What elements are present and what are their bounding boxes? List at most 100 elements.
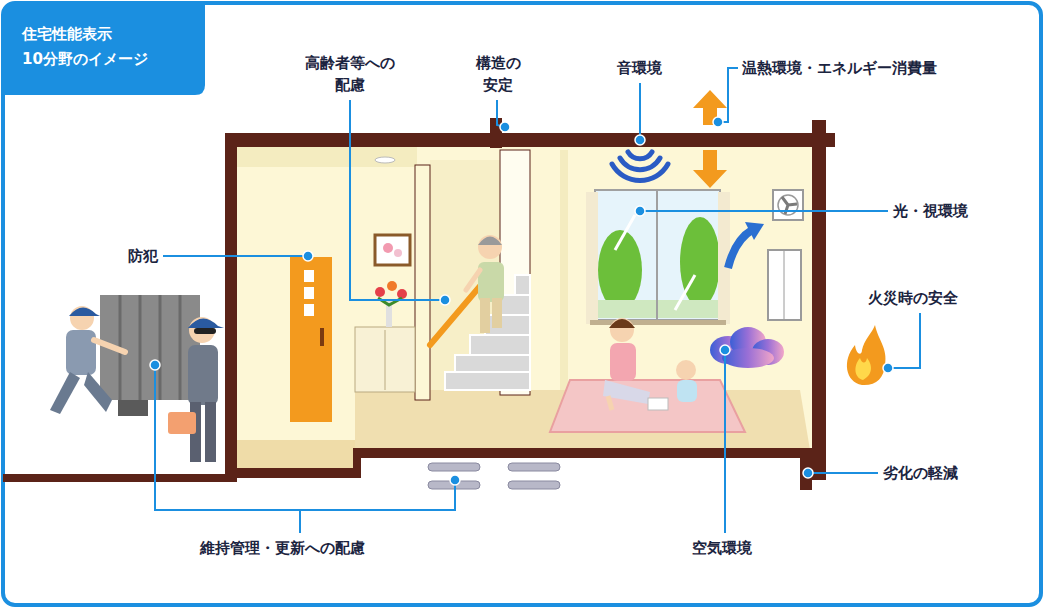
entrance-part bbox=[394, 249, 402, 257]
leader-lines-part bbox=[888, 313, 920, 368]
interior-part bbox=[375, 157, 395, 163]
family-part bbox=[609, 319, 635, 328]
entrance-part bbox=[383, 243, 393, 253]
burglars-part bbox=[194, 328, 216, 334]
leader-dots-part bbox=[635, 206, 645, 216]
living-window-part bbox=[615, 215, 635, 250]
right-wall-items-part bbox=[768, 250, 801, 320]
leader-lines-part bbox=[299, 510, 301, 533]
living-window-part bbox=[586, 192, 598, 324]
interior-part bbox=[237, 440, 357, 470]
right-wall-items bbox=[728, 190, 803, 320]
callout-label: 温熱環境・エネルギー消費量 bbox=[742, 57, 937, 79]
family-part bbox=[648, 398, 668, 410]
family bbox=[550, 318, 745, 432]
entrance-part bbox=[320, 328, 324, 346]
frame-part bbox=[3, 3, 205, 95]
right-wall-items-part bbox=[745, 222, 764, 240]
pipes-part bbox=[508, 481, 560, 489]
stairs-part bbox=[500, 314, 530, 316]
callout-label: 維持管理・更新への配慮 bbox=[200, 537, 365, 559]
leader-lines-part bbox=[163, 255, 308, 257]
leader-lines-part bbox=[718, 68, 738, 122]
house-structure-part bbox=[225, 133, 237, 480]
burglars-part bbox=[84, 372, 112, 412]
elderly-person-part bbox=[492, 298, 502, 328]
entrance-part bbox=[385, 330, 386, 390]
entrance-part bbox=[304, 287, 314, 299]
entrance-part bbox=[387, 281, 397, 291]
leader-lines-part bbox=[640, 210, 888, 212]
elderly-person-part bbox=[478, 237, 502, 246]
leader-dots-part bbox=[713, 117, 723, 127]
partition-walls-part bbox=[415, 165, 430, 400]
entrance bbox=[290, 235, 415, 422]
sound-waves-part bbox=[620, 158, 660, 170]
living-window-part bbox=[656, 190, 658, 320]
leader-lines-part bbox=[350, 100, 445, 300]
living-window-part bbox=[590, 320, 726, 325]
family-part bbox=[550, 380, 745, 432]
leader-lines bbox=[155, 68, 920, 533]
callout-label: 光・視環境 bbox=[893, 200, 968, 222]
leader-dots-part bbox=[450, 475, 460, 485]
family-part bbox=[676, 360, 696, 380]
burglars-part bbox=[50, 372, 80, 414]
callout-label: 空気環境 bbox=[692, 537, 752, 559]
burglars-part bbox=[94, 340, 125, 352]
stairs-part bbox=[470, 354, 530, 356]
pipes bbox=[428, 463, 560, 489]
right-wall-items-part bbox=[728, 230, 752, 268]
living-window-part bbox=[595, 190, 720, 320]
leader-dots-part bbox=[500, 122, 510, 132]
partition-walls bbox=[415, 150, 568, 400]
fire bbox=[847, 325, 886, 385]
callout-label: 高齢者等への 配慮 bbox=[298, 52, 402, 96]
pipes-part bbox=[428, 463, 480, 471]
entrance-part bbox=[304, 304, 314, 316]
house-structure-part bbox=[355, 448, 820, 458]
partition-walls-part bbox=[560, 150, 568, 390]
entrance-part bbox=[397, 289, 407, 299]
callout-label: 防犯 bbox=[128, 245, 158, 267]
right-wall-items-part bbox=[784, 250, 785, 320]
house-structure-part bbox=[3, 474, 237, 482]
entrance-part bbox=[375, 287, 385, 297]
leader-dots bbox=[150, 117, 893, 485]
burglars-part bbox=[139, 295, 142, 400]
house-structure bbox=[3, 118, 835, 490]
family-part bbox=[677, 380, 697, 402]
pipes-part bbox=[508, 463, 560, 471]
burglars-part bbox=[159, 295, 162, 400]
heat-arrows-part bbox=[693, 150, 727, 188]
callout-label: 構造の 安定 bbox=[466, 52, 530, 96]
leader-dots-part bbox=[303, 251, 313, 261]
frame bbox=[3, 3, 1041, 605]
elderly-person-part bbox=[466, 270, 480, 290]
interior-part bbox=[237, 147, 417, 167]
burglars-part bbox=[179, 295, 182, 400]
right-wall-items-part bbox=[773, 190, 803, 220]
callout-label: 火災時の安全 bbox=[868, 287, 958, 309]
elderly-person-part bbox=[478, 262, 504, 302]
house-structure-part bbox=[225, 133, 835, 147]
family-part bbox=[610, 318, 634, 342]
elderly-person-part bbox=[478, 235, 502, 259]
leader-lines-part bbox=[724, 350, 726, 533]
sound-waves-part bbox=[628, 152, 652, 159]
air-cloud bbox=[710, 327, 784, 368]
stairs-part bbox=[485, 334, 530, 336]
leader-dots-part bbox=[440, 295, 450, 305]
entrance-part bbox=[375, 235, 410, 265]
frame-part bbox=[3, 3, 1041, 605]
leader-lines-part bbox=[155, 365, 455, 510]
title-tab-text: 住宅性能表示 10分野のイメージ bbox=[22, 22, 165, 72]
leader-lines-part bbox=[639, 83, 641, 140]
leader-dots-part bbox=[803, 468, 813, 478]
entrance-part bbox=[290, 257, 332, 422]
stairs-part bbox=[455, 371, 530, 373]
fire-part bbox=[847, 325, 886, 385]
burglars bbox=[50, 295, 224, 462]
family-part bbox=[608, 396, 612, 410]
callout-label: 劣化の軽減 bbox=[883, 462, 958, 484]
